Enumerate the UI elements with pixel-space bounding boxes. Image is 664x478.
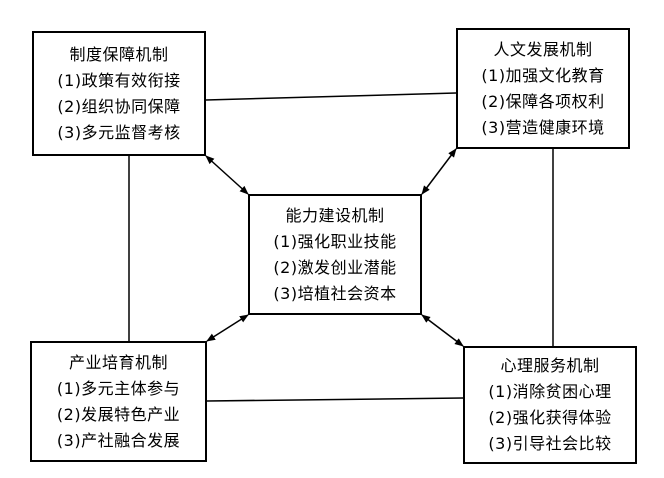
box-item: (3)培植社会资本 <box>273 283 397 303</box>
psychological-service-box: 心理服务机制 (1)消除贫困心理 (2)强化获得体验 (3)引导社会比较 <box>463 346 637 464</box>
box-item: (3)产社融合发展 <box>56 430 181 450</box>
box-item: (1)政策有效衔接 <box>57 70 181 90</box>
box-title: 人文发展机制 <box>493 39 593 59</box>
box-title: 心理服务机制 <box>500 356 600 375</box>
box-item: (2)组织协同保障 <box>57 96 181 116</box>
box-title: 制度保障机制 <box>69 44 169 64</box>
box-item: (1)消除贫困心理 <box>488 382 612 401</box>
humanistic-development-box: 人文发展机制 (1)加强文化教育 (2)保障各项权利 (3)营造健康环境 <box>456 28 630 149</box>
box-item: (2)激发创业潜能 <box>273 257 397 277</box>
box-item: (2)保障各项权利 <box>481 91 605 111</box>
capacity-building-box: 能力建设机制 (1)强化职业技能 (2)激发创业潜能 (3)培植社会资本 <box>248 194 422 315</box>
connector-institutional-humanistic <box>205 92 457 101</box>
box-item: (1)加强文化教育 <box>481 65 605 85</box>
box-item: (3)营造健康环境 <box>481 117 605 137</box>
box-item: (3)多元监督考核 <box>57 122 181 142</box>
institutional-guarantee-box: 制度保障机制 (1)政策有效衔接 (2)组织协同保障 (3)多元监督考核 <box>32 31 206 156</box>
box-title: 产业培育机制 <box>68 352 168 372</box>
arrow-humanistic-capacity <box>421 148 457 195</box>
box-item: (1)强化职业技能 <box>273 231 397 251</box>
box-item: (2)发展特色产业 <box>56 404 181 424</box>
box-title: 能力建设机制 <box>285 205 385 225</box>
box-item: (1)多元主体参与 <box>56 378 181 398</box>
arrow-industrial-capacity <box>206 314 249 342</box>
arrow-psychological-capacity <box>421 314 464 347</box>
industry-cultivation-box: 产业培育机制 (1)多元主体参与 (2)发展特色产业 (3)产社融合发展 <box>30 341 207 462</box>
box-item: (3)引导社会比较 <box>488 434 612 453</box>
arrow-institutional-capacity <box>205 155 249 195</box>
connector-industrial-psychological <box>206 397 464 402</box>
box-item: (2)强化获得体验 <box>488 408 612 427</box>
